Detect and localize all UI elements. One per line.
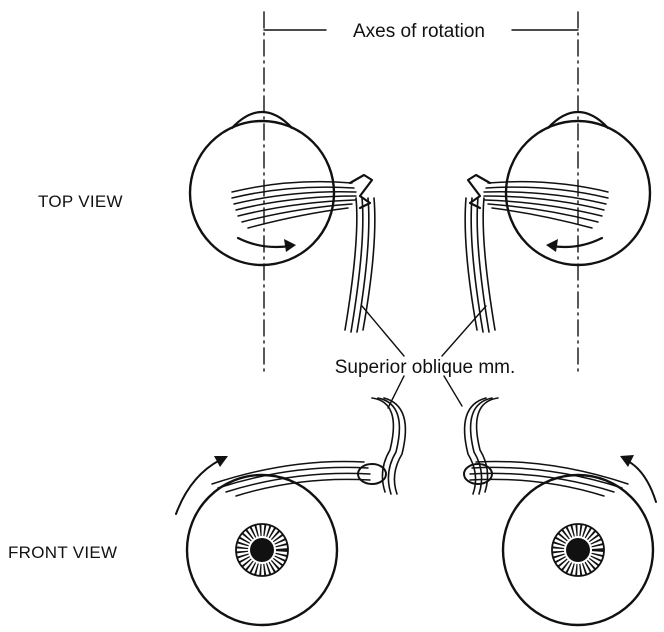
right-pupil (566, 538, 590, 562)
right-eye-front-view (464, 398, 656, 625)
left-tendon-front (372, 398, 405, 494)
right-eye-top-view (465, 112, 650, 332)
left-eye-top-view (190, 112, 375, 332)
right-muscle-fibers-top (484, 182, 608, 228)
right-leader-lower (444, 376, 462, 406)
left-leader-upper (362, 306, 404, 356)
top-view-label: TOP VIEW (38, 192, 123, 211)
right-rotation-arrowhead-front (620, 455, 634, 467)
left-tendon-top (345, 198, 375, 332)
left-eye-front-view (176, 398, 405, 625)
left-pupil (250, 538, 274, 562)
front-view-label: FRONT VIEW (8, 543, 117, 562)
right-leader-upper (442, 306, 486, 356)
axes-of-rotation-label: Axes of rotation (353, 21, 485, 42)
right-rotation-arrow-top (552, 238, 602, 247)
left-rotation-arrowhead-top (284, 239, 296, 252)
left-rotation-arrow-front (176, 460, 220, 514)
right-rotation-arrowhead-top (546, 239, 558, 252)
left-muscle-fibers-top (232, 182, 356, 228)
superior-oblique-label: Superior oblique mm. (335, 357, 516, 378)
